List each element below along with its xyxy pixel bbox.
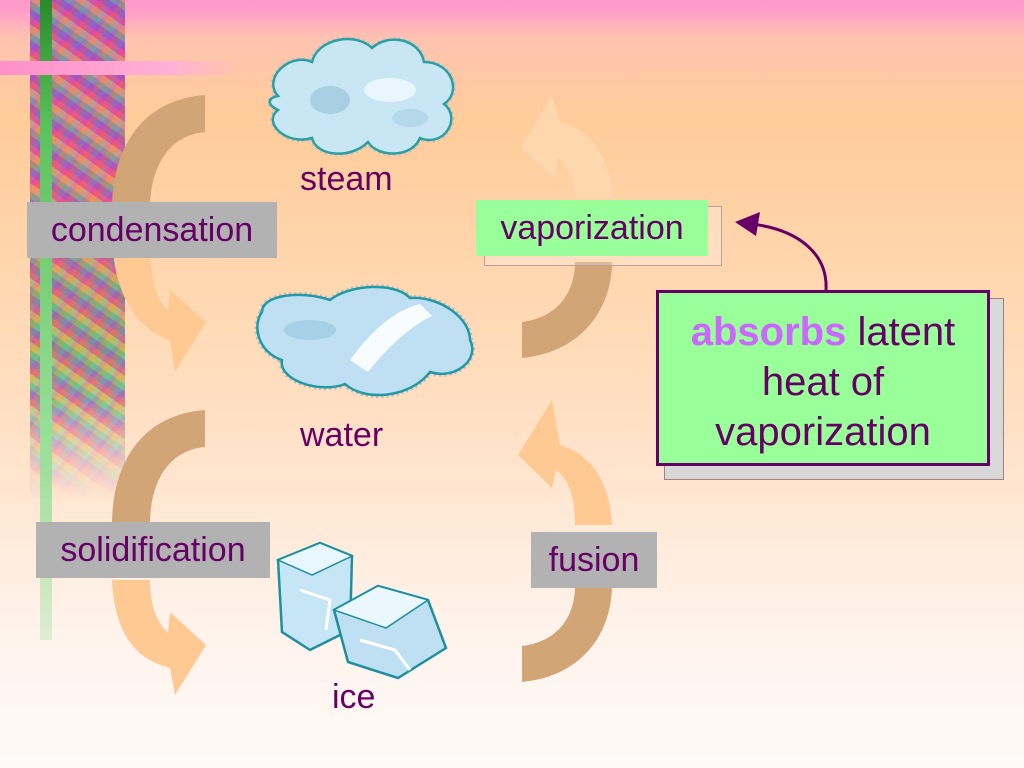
state-label-ice: ice — [332, 678, 376, 716]
note-highlight: absorbs — [690, 310, 847, 354]
decorative-green-line — [40, 0, 52, 640]
solidification-arrow-tail — [112, 410, 205, 525]
process-label-fusion: fusion — [531, 532, 657, 588]
note-pointer-arrow — [751, 222, 828, 291]
condensation-arrow-head — [112, 240, 206, 372]
note-text-line3: vaporization — [715, 410, 931, 454]
ice-cubes-icon — [276, 541, 448, 680]
vaporization-arrow-head — [520, 95, 612, 198]
fusion-arrow-head — [518, 400, 612, 525]
decorative-pink-bar — [0, 61, 240, 75]
state-label-water: water — [300, 416, 384, 454]
water-puddle-icon — [254, 284, 476, 398]
solidification-arrow-head — [112, 580, 206, 695]
top-pink-band — [0, 0, 1024, 24]
process-label-vaporization: vaporization — [476, 200, 708, 256]
steam-cloud-icon — [266, 36, 456, 157]
state-label-steam: steam — [300, 160, 393, 198]
process-label-solidification: solidification — [36, 522, 270, 578]
fusion-arrow-tail — [522, 585, 612, 682]
condensation-arrow-tail — [112, 95, 205, 210]
latent-heat-note: absorbs latent heat of vaporization — [656, 290, 990, 466]
note-text-line2: heat of — [761, 360, 885, 404]
process-label-condensation: condensation — [27, 202, 277, 258]
note-text-line1: latent — [857, 310, 956, 354]
vaporization-arrow-tail — [522, 262, 612, 358]
note-pointer-arrowhead — [735, 212, 760, 236]
